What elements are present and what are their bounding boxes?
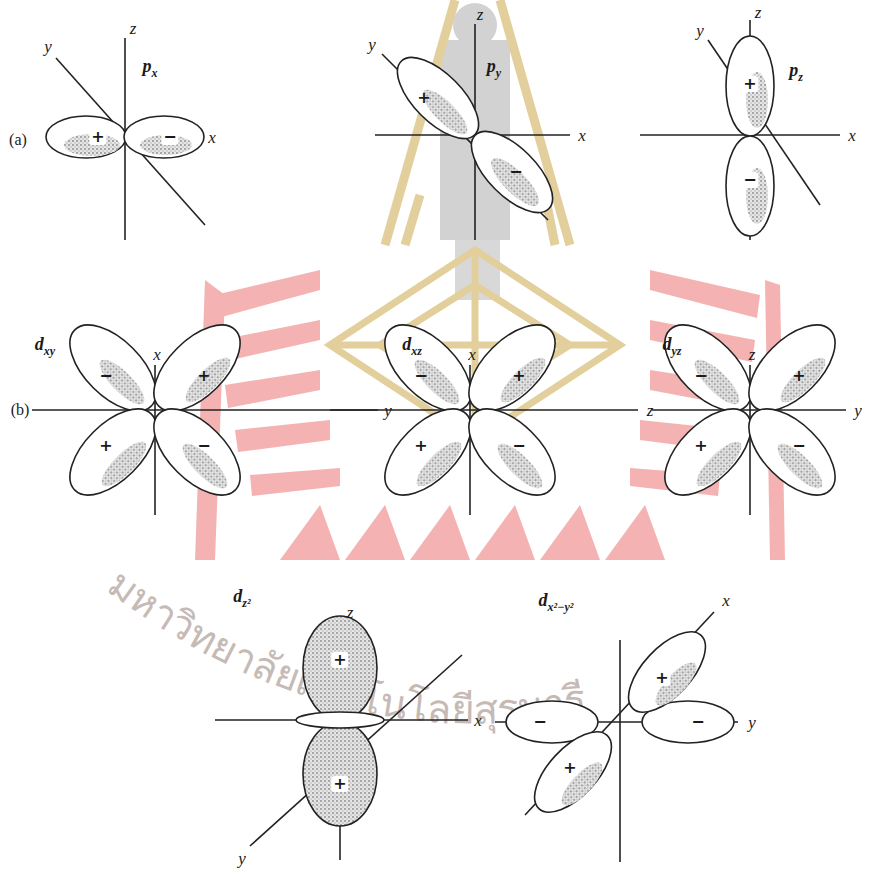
phase-sign: − (161, 129, 178, 145)
phase-sign: + (331, 776, 348, 792)
axis-label: z (749, 346, 756, 363)
phase-sign: − (509, 164, 522, 180)
orbital-name: dxz (402, 335, 422, 357)
orbital-name: dz² (233, 587, 250, 609)
axis-label: y (384, 402, 392, 419)
axis-label: x (474, 712, 482, 729)
watermark-triangles (280, 505, 665, 560)
orbital-name: py (487, 57, 501, 79)
phase-sign: + (694, 438, 707, 454)
orbital-subscript: z (798, 70, 803, 84)
orbital-name: pz (789, 61, 803, 83)
phase-sign: − (694, 368, 707, 384)
axis-label: z (755, 3, 762, 20)
phase-sign: − (741, 172, 758, 188)
panel-tag: (a) (9, 132, 27, 148)
phase-sign: − (414, 368, 427, 384)
axis-label: x (578, 127, 586, 144)
orbital-name: dxy (35, 335, 55, 357)
watermark-leaf (330, 250, 620, 440)
phase-sign: + (99, 438, 112, 454)
orbital-letter: d (402, 334, 411, 354)
axis-label: z (647, 402, 654, 419)
axis-label: z (130, 20, 137, 37)
axis-label: z (347, 604, 354, 621)
axis-label: x (848, 127, 856, 144)
phase-sign: − (531, 714, 548, 730)
axis-label: x (208, 129, 216, 146)
orbital-name: px (143, 57, 158, 79)
phase-sign: + (89, 129, 106, 145)
orbital-subscript: x²−y² (548, 600, 574, 614)
orbital-subscript: xy (44, 344, 55, 358)
phase-sign: − (792, 438, 805, 454)
orbital-letter: p (789, 60, 798, 80)
orbital-subscript: x (152, 66, 158, 80)
phase-sign: + (331, 652, 348, 668)
phase-sign: − (197, 438, 210, 454)
watermark-rays (195, 270, 785, 560)
orbital-letter: d (663, 334, 672, 354)
axis-label: z (477, 6, 484, 23)
phase-sign: + (197, 368, 210, 384)
axes (32, 20, 846, 862)
axis-label: y (44, 38, 52, 55)
phase-sign: + (561, 760, 578, 776)
orbital-subscript: y (496, 66, 501, 80)
orbital-letter: d (35, 334, 44, 354)
phase-sign: − (99, 368, 112, 384)
axis-label: x (468, 346, 476, 363)
phase-sign: − (512, 438, 525, 454)
phase-sign: + (653, 670, 670, 686)
axis-label: y (854, 402, 862, 419)
axis-label: x (722, 592, 730, 609)
axis-label: x (153, 346, 161, 363)
axis-label: y (696, 22, 704, 39)
axis-label: y (368, 36, 376, 53)
orbital-lobes (46, 36, 850, 826)
phase-sign: + (792, 368, 805, 384)
orbital-letter: p (143, 56, 152, 76)
orbital-subscript: z² (242, 596, 250, 610)
phase-sign: + (417, 90, 430, 106)
orbital-name: dyz (663, 335, 682, 357)
orbital-letter: p (487, 56, 496, 76)
phase-sign: + (741, 76, 758, 92)
axis-label: y (748, 714, 756, 731)
axis-label: y (238, 850, 246, 867)
watermark-roof (385, 0, 570, 245)
orbital-name: dx²−y² (539, 591, 574, 613)
panel-tag: (b) (9, 402, 32, 418)
orbital-letter: d (539, 590, 548, 610)
phase-sign: + (414, 438, 427, 454)
phase-sign: − (689, 714, 706, 730)
orbital-subscript: xz (411, 344, 422, 358)
orbital-letter: d (233, 586, 242, 606)
phase-sign: + (512, 368, 525, 384)
orbital-subscript: yz (672, 344, 682, 358)
